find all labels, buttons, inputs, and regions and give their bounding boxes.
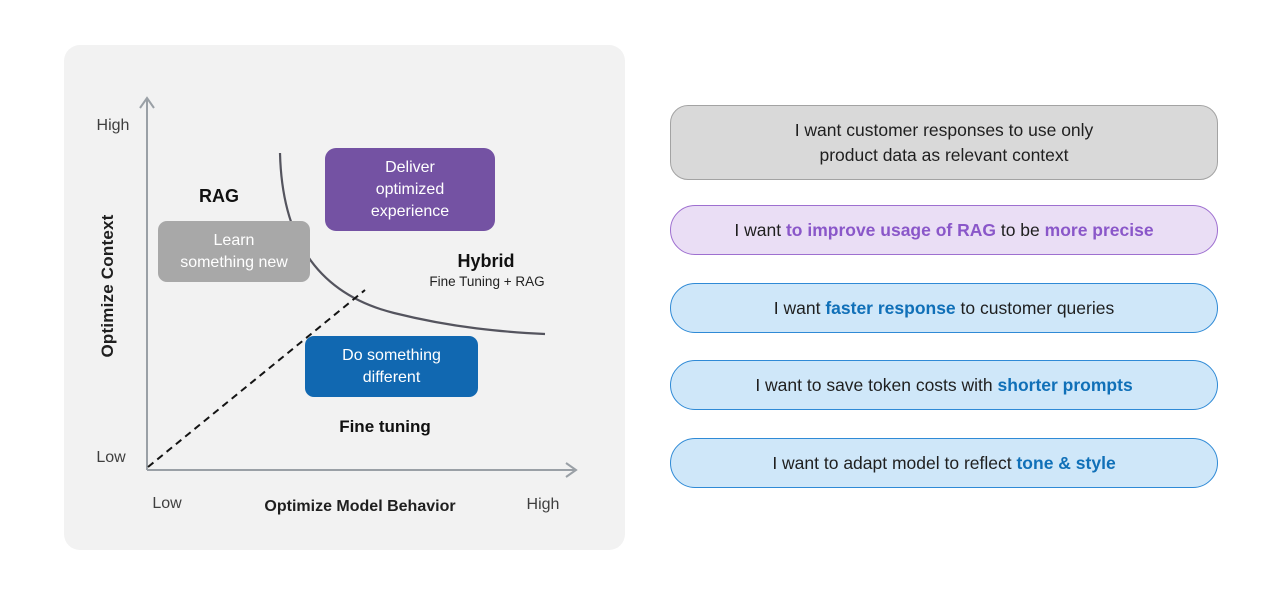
node-do-something-different: Do something different xyxy=(305,336,478,397)
plain-text: I want xyxy=(734,219,786,240)
card-faster-response: I want faster response to customer queri… xyxy=(670,283,1218,333)
plain-text: I want to adapt model to reflect xyxy=(772,452,1017,473)
plain-text: I want to save token costs with xyxy=(755,374,998,395)
blue-accent-text: tone & style xyxy=(1016,452,1116,473)
card-token-costs: I want to save token costs with shorter … xyxy=(670,360,1218,410)
purple-accent-text: to improve usage of RAG xyxy=(785,219,996,240)
card-text: I want to save token costs with shorter … xyxy=(755,373,1132,398)
card-text: I want to improve usage of RAG to be mor… xyxy=(734,218,1153,243)
blue-accent-text: shorter prompts xyxy=(997,374,1133,395)
diagonal-dashed-line xyxy=(147,289,366,468)
node-deliver-optimized-experience: Deliver optimized experience xyxy=(325,148,495,231)
card-product-data: I want customer responses to use only pr… xyxy=(670,105,1218,180)
card-tone-style: I want to adapt model to reflect tone & … xyxy=(670,438,1218,488)
x-axis-arrow-icon xyxy=(565,462,578,478)
x-axis-label: Optimize Model Behavior xyxy=(264,498,456,515)
rag-label: RAG xyxy=(199,186,239,206)
card-text: I want faster response to customer queri… xyxy=(774,296,1114,321)
y-tick-high: High xyxy=(96,117,130,134)
axes-and-curves xyxy=(139,96,578,478)
y-axis-arrow-icon xyxy=(139,96,155,109)
hybrid-boundary-curve xyxy=(278,152,546,336)
hybrid-label: Hybrid xyxy=(457,251,515,271)
plain-text: I want xyxy=(773,297,826,318)
card-product-data-text: I want customer responses to use only pr… xyxy=(794,119,1094,165)
x-tick-low: Low xyxy=(152,495,182,512)
y-tick-low: Low xyxy=(96,449,126,466)
card-text: I want to adapt model to reflect tone & … xyxy=(772,451,1115,476)
plain-text: to be xyxy=(995,219,1045,240)
x-tick-high: High xyxy=(526,496,560,513)
plain-text: to customer queries xyxy=(955,297,1115,318)
blue-accent-text: faster response xyxy=(825,297,956,318)
node-learn-something-new: Learn something new xyxy=(158,221,310,282)
card-rag-precise: I want to improve usage of RAG to be mor… xyxy=(670,205,1218,255)
hybrid-sublabel: Fine Tuning + RAG xyxy=(429,274,545,289)
y-axis-label: Optimize Context xyxy=(98,214,117,358)
purple-accent-text: more precise xyxy=(1044,219,1154,240)
fine-tuning-label: Fine tuning xyxy=(339,417,431,436)
quadrant-panel: High Low Low High Optimize Context Optim… xyxy=(64,45,625,550)
